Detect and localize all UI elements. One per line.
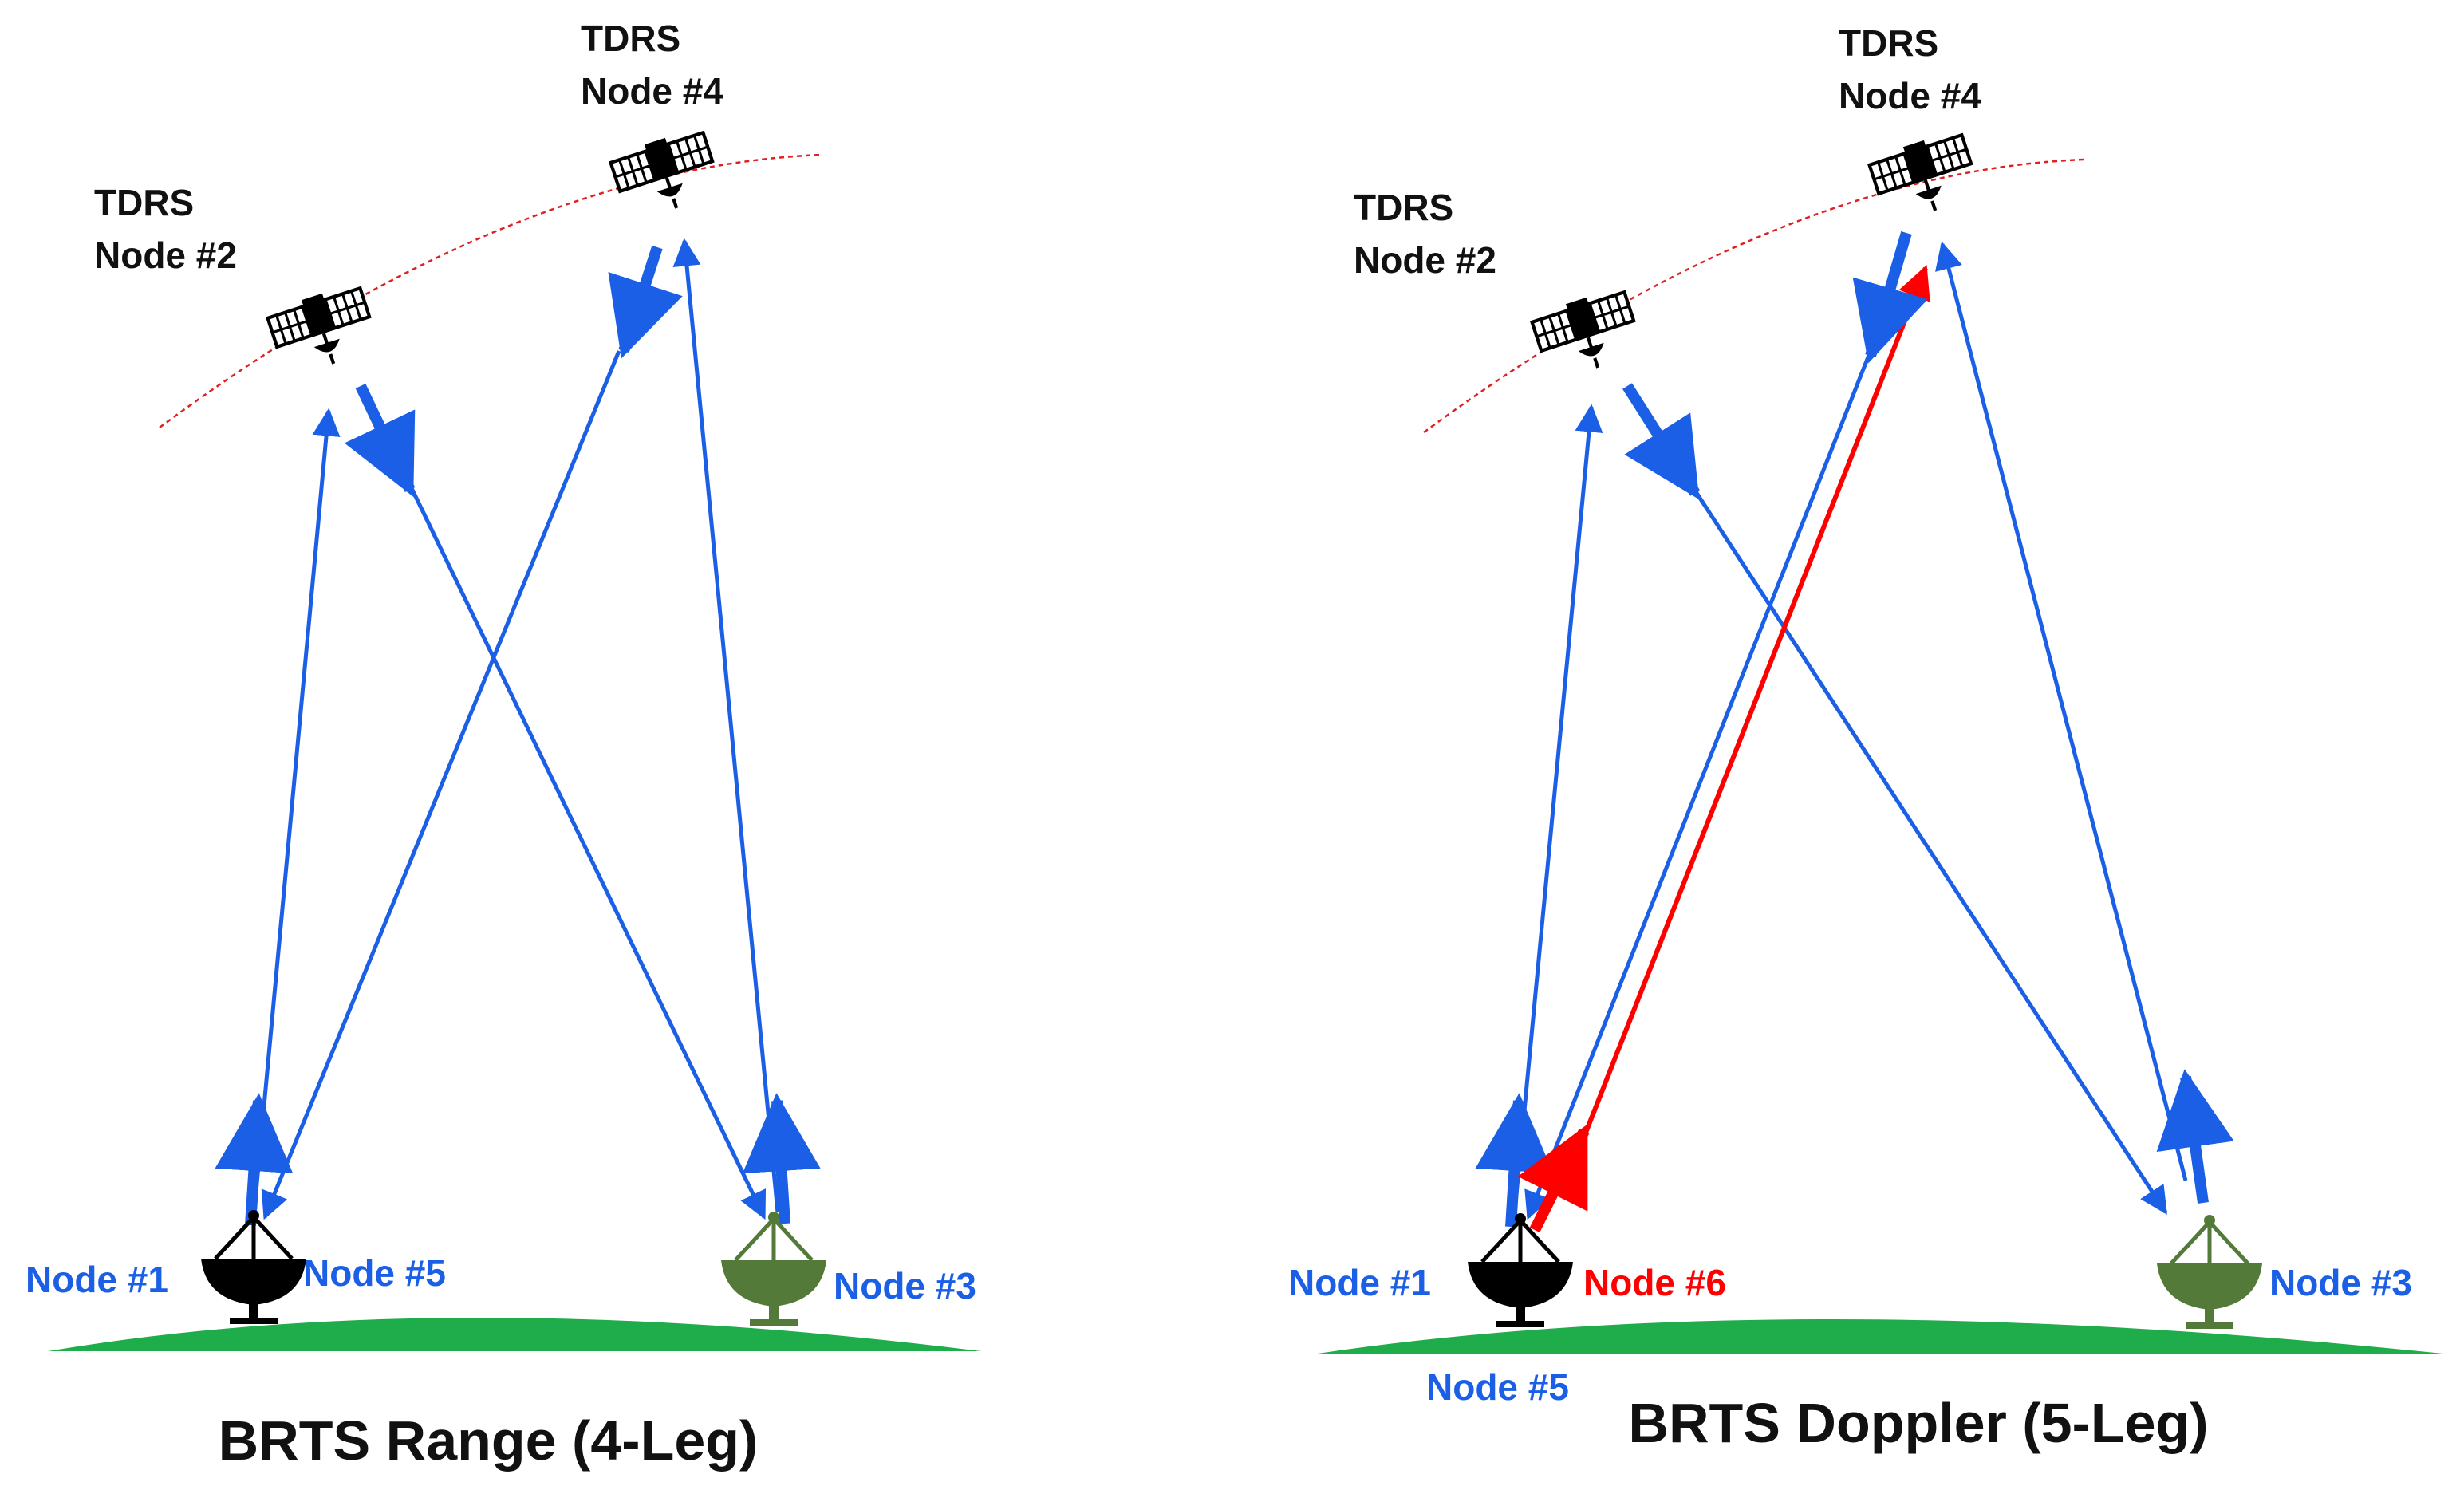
range-sat2-node-label: Node #2	[94, 235, 237, 276]
range-uplink-stub-node1	[215, 1093, 294, 1226]
doppler-uplink-stub-node3	[2156, 1069, 2234, 1204]
range-orbit-arc	[159, 153, 822, 429]
range-node3-label: Node #3	[834, 1265, 976, 1307]
doppler-tdrs2-satellite-icon	[1530, 286, 1644, 383]
doppler-panel: TDRS Node #2 TDRS Node #4 Node #1 Node #…	[1288, 22, 2450, 1454]
doppler-node6-label: Node #6	[1583, 1262, 1726, 1303]
doppler-sat2-node-label: Node #2	[1354, 239, 1496, 281]
doppler-node1-dish-icon	[1468, 1213, 1573, 1327]
range-link-sat4-to-node5	[261, 350, 621, 1220]
doppler-sat4-type-label: TDRS	[1839, 22, 1938, 64]
doppler-node3-label: Node #3	[2269, 1262, 2412, 1303]
range-link-node3-to-sat4	[672, 238, 780, 1213]
doppler-node1-label: Node #1	[1288, 1262, 1431, 1303]
range-sat4-node-label: Node #4	[581, 70, 723, 112]
range-ground	[48, 1318, 981, 1351]
doppler-link-node6-to-sat4	[1582, 265, 1930, 1138]
doppler-link-sat4-to-node5	[1524, 354, 1871, 1220]
range-node1-dish-icon	[201, 1210, 306, 1324]
range-sat4-type-label: TDRS	[581, 18, 680, 59]
doppler-node3-dish-icon	[2157, 1215, 2262, 1329]
doppler-title: BRTS Doppler (5-Leg)	[1628, 1392, 2208, 1454]
range-node3-dish-icon	[721, 1212, 826, 1326]
doppler-ground	[1312, 1319, 2450, 1354]
range-node1-label: Node #1	[26, 1259, 168, 1300]
range-downlink-stub-sat4	[608, 245, 683, 359]
range-downlink-stub-sat2	[344, 383, 416, 497]
doppler-tdrs4-satellite-icon	[1867, 128, 1981, 226]
range-tdrs4-satellite-icon	[609, 126, 723, 223]
range-uplink-stub-node3	[742, 1093, 821, 1224]
doppler-uplink-stub-node1	[1475, 1093, 1554, 1228]
range-title: BRTS Range (4-Leg)	[219, 1409, 759, 1472]
range-link-node1-to-sat2	[253, 408, 341, 1201]
doppler-downlink-stub-sat4	[1852, 231, 1928, 364]
doppler-link-sat2-to-node3	[1693, 489, 2168, 1215]
range-node5-label: Node #5	[303, 1252, 446, 1294]
range-link-sat2-to-node3	[408, 485, 767, 1220]
doppler-sat4-node-label: Node #4	[1839, 75, 1981, 116]
range-panel: TDRS Node #2 TDRS Node #4 Node #1 Node #…	[26, 18, 981, 1472]
doppler-downlink-stub-sat2	[1622, 383, 1700, 500]
doppler-node5-label: Node #5	[1426, 1366, 1569, 1408]
doppler-sat2-type-label: TDRS	[1354, 187, 1453, 228]
doppler-link-node1-to-sat2	[1513, 404, 1603, 1204]
doppler-uplink-stub-node6	[1517, 1124, 1590, 1233]
range-sat2-type-label: TDRS	[94, 182, 194, 223]
doppler-link-node3-to-sat4	[1934, 241, 2188, 1181]
doppler-orbit-arc	[1423, 158, 2084, 434]
range-tdrs2-satellite-icon	[266, 282, 380, 379]
